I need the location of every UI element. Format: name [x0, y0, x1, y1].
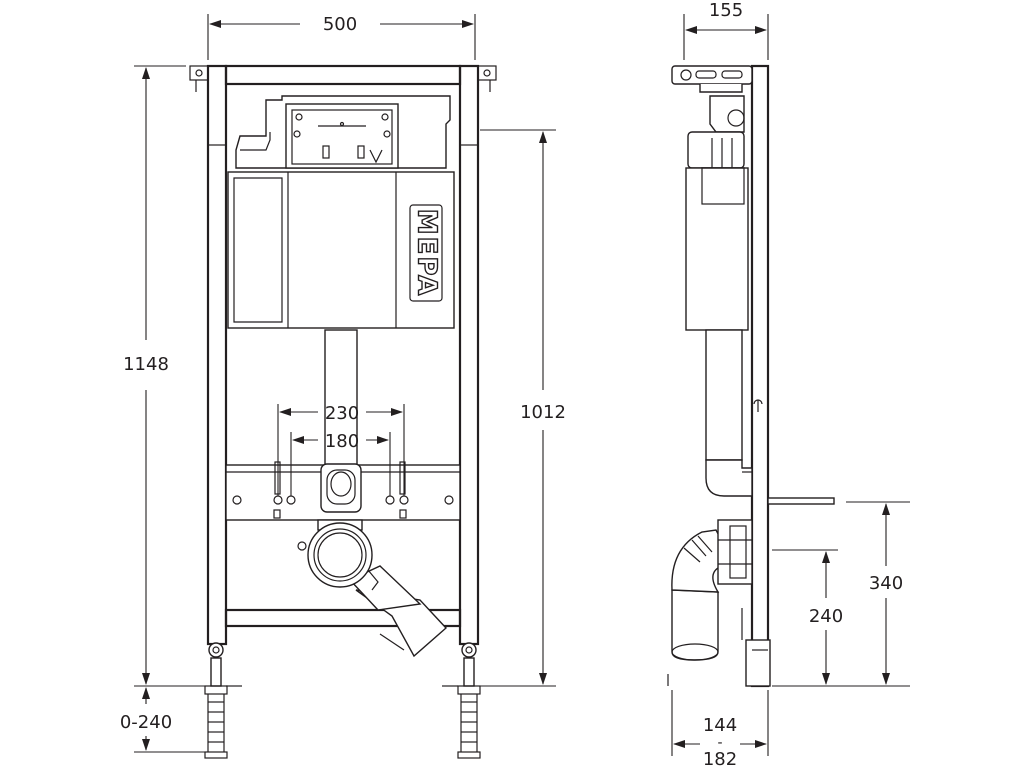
dim-waste-height-label: 340	[869, 573, 903, 594]
waste-connector	[297, 519, 448, 658]
side-support-rod	[767, 497, 835, 505]
dim-bolt-180-label: 180	[325, 431, 359, 452]
side-view: 155 340 240 144 - 182	[667, 0, 910, 770]
front-view: MEPA	[120, 14, 566, 759]
dim-installation-depth-max-label: 182	[703, 749, 737, 768]
cistern	[227, 95, 455, 329]
side-waste-bend	[671, 519, 753, 661]
logo-text: MEPA	[412, 209, 442, 297]
dim-installation-depth-separator: -	[717, 735, 722, 751]
dim-height-label: 1148	[123, 354, 169, 375]
mounting-plate	[225, 461, 461, 521]
dim-depth-label: 155	[709, 0, 743, 21]
dim-supply-height: 240	[772, 549, 843, 685]
flush-pipe	[324, 329, 358, 466]
dim-width-label: 500	[323, 14, 357, 35]
side-frame	[745, 64, 771, 688]
side-cistern	[685, 95, 749, 331]
mepa-logo: MEPA	[409, 204, 443, 302]
dim-supply-height-label: 240	[809, 606, 843, 627]
dim-bolt-180: 180	[290, 431, 391, 496]
dim-bolt-230-label: 230	[325, 403, 359, 424]
side-legs	[667, 608, 743, 686]
dim-leg-adjustment: 0-240	[120, 687, 205, 753]
dim-leg-adjustment-label: 0-240	[120, 712, 172, 733]
dim-depth: 155	[683, 0, 769, 60]
dim-frame-height: 1012	[480, 129, 566, 687]
side-flush-pipe	[705, 329, 753, 497]
adjustable-legs	[204, 642, 481, 759]
dim-height: 1148	[123, 65, 205, 687]
dim-width: 500	[207, 14, 476, 60]
dim-bolt-230: 230	[277, 403, 405, 496]
dim-waste-height: 340	[772, 501, 910, 687]
side-top-bracket	[671, 65, 753, 93]
dim-frame-height-label: 1012	[520, 402, 566, 423]
dim-installation-depth: 144 - 182	[671, 690, 769, 770]
dim-installation-depth-min-label: 144	[703, 715, 737, 736]
